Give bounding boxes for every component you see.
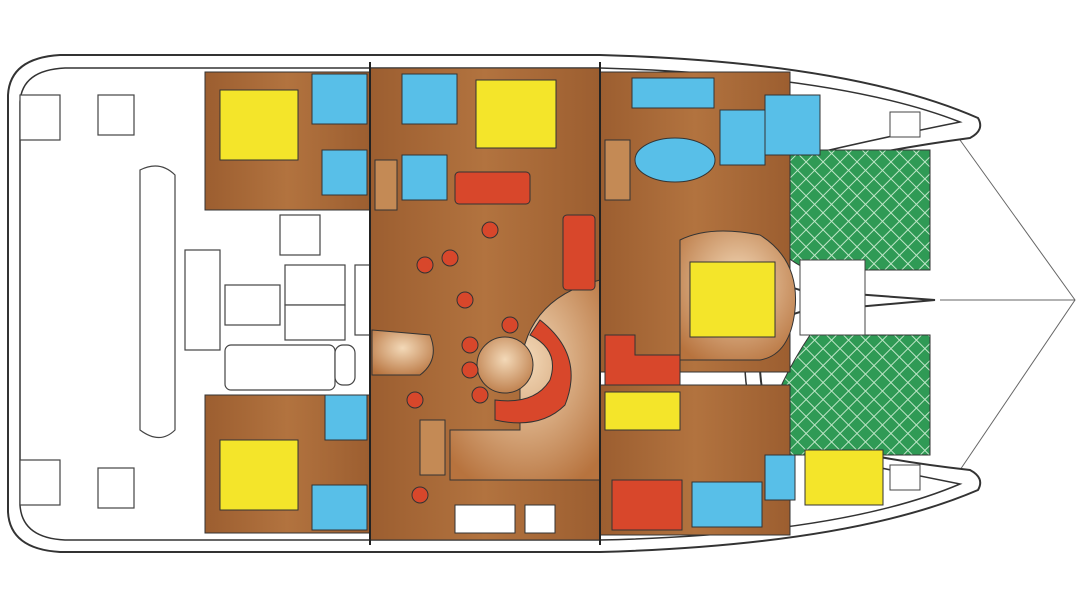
head [401,73,458,125]
saloon [369,67,601,541]
sofa [454,171,531,205]
sofa [562,214,596,291]
head [311,484,368,531]
shower [401,154,448,201]
starboard-aft-cabin [204,394,371,534]
bow-lockers [799,111,921,491]
port-aft-cabin [204,71,371,211]
bed [219,439,299,511]
galley-sink [454,504,516,534]
counter [371,329,434,376]
bathtub [634,137,716,183]
dining-table [476,336,534,394]
bed [604,391,681,431]
head [631,77,715,109]
stairs [374,159,398,211]
shower [321,149,368,196]
bulkheads [369,62,601,545]
bed [804,449,884,506]
starboard-forward-cabin [599,384,884,536]
dinette-sofa [494,319,572,424]
stairs [419,419,446,476]
bow-rigging [940,139,1076,471]
bed [475,79,557,149]
head [311,73,368,125]
owners-suite [599,71,821,386]
sofa [611,479,683,531]
stern-cockpit [19,94,371,509]
stove [524,504,556,534]
head [324,394,368,441]
shower [764,94,821,156]
bed [219,89,299,161]
bed [689,261,776,338]
stairs [604,139,631,201]
head [691,481,763,528]
